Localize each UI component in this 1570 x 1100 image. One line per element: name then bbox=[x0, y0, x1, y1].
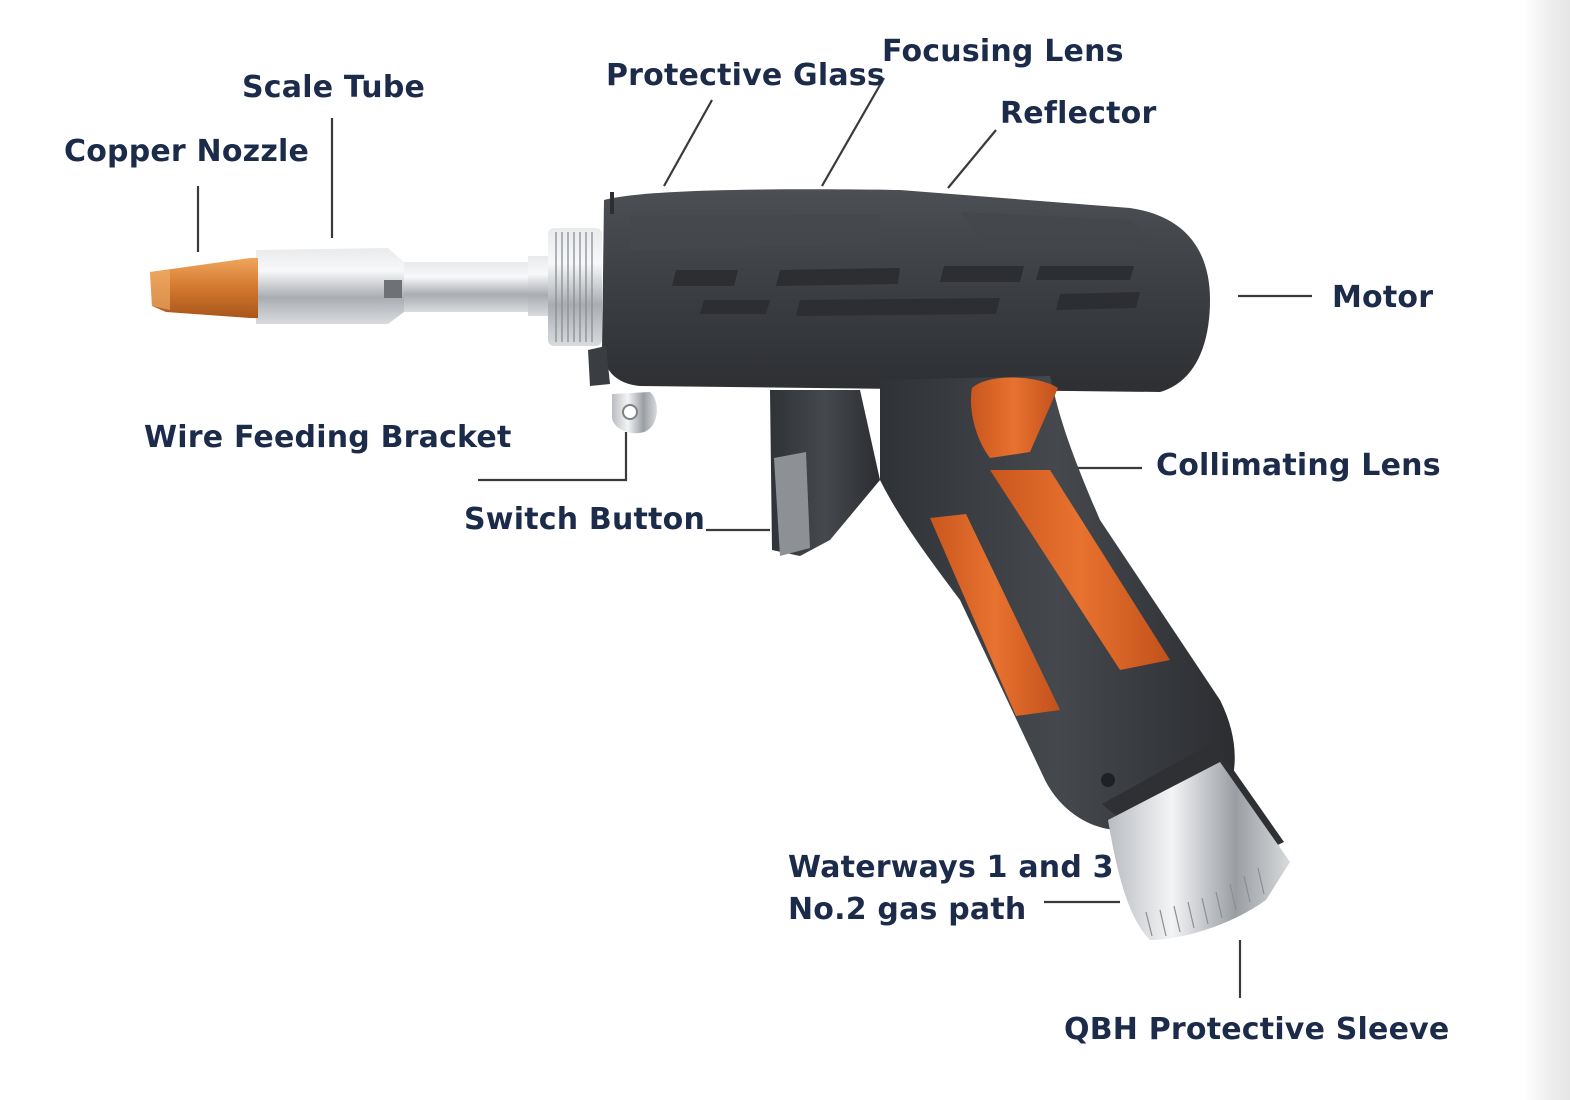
copper-nozzle-shape bbox=[150, 258, 258, 318]
qbh-sleeve-metal bbox=[1108, 762, 1290, 940]
label-protective-glass: Protective Glass bbox=[606, 58, 885, 93]
label-focusing-lens: Focusing Lens bbox=[882, 34, 1124, 69]
label-scale-tube: Scale Tube bbox=[242, 70, 426, 105]
scale-tube-sleeve bbox=[256, 248, 404, 324]
scale-tube-rod bbox=[402, 262, 530, 312]
leader-lines bbox=[196, 77, 1312, 998]
grip-orange-long bbox=[990, 470, 1170, 670]
leader-focusing-lens bbox=[821, 77, 885, 187]
label-qbh-protective-sleeve: QBH Protective Sleeve bbox=[1064, 1012, 1450, 1047]
label-switch-button: Switch Button bbox=[464, 502, 706, 537]
right-edge-shadow bbox=[1524, 0, 1570, 1100]
label-motor: Motor bbox=[1332, 280, 1434, 315]
wire-feeding-bracket-shape bbox=[612, 392, 657, 434]
nozzle-assembly bbox=[150, 248, 530, 324]
qbh-sleeve bbox=[1102, 742, 1290, 940]
grip-orange-top bbox=[970, 377, 1058, 458]
grip-orange-lower bbox=[930, 514, 1060, 716]
label-reflector: Reflector bbox=[1000, 96, 1157, 131]
leader-protective-glass bbox=[663, 99, 713, 187]
grip bbox=[880, 376, 1235, 830]
gun-body bbox=[588, 189, 1210, 392]
label-collimating-lens: Collimating Lens bbox=[1156, 448, 1441, 483]
leader-reflector bbox=[947, 129, 997, 189]
knurled-collar bbox=[528, 228, 602, 346]
label-waterways-line2: No.2 gas path bbox=[788, 892, 1027, 927]
leader-wire-feeding-bracket bbox=[478, 432, 628, 482]
label-waterways-line1: Waterways 1 and 3 bbox=[788, 850, 1114, 885]
label-copper-nozzle: Copper Nozzle bbox=[64, 134, 310, 169]
grip-shell bbox=[880, 376, 1235, 830]
label-wire-feeding-bracket: Wire Feeding Bracket bbox=[144, 420, 512, 455]
switch-area bbox=[770, 390, 880, 556]
